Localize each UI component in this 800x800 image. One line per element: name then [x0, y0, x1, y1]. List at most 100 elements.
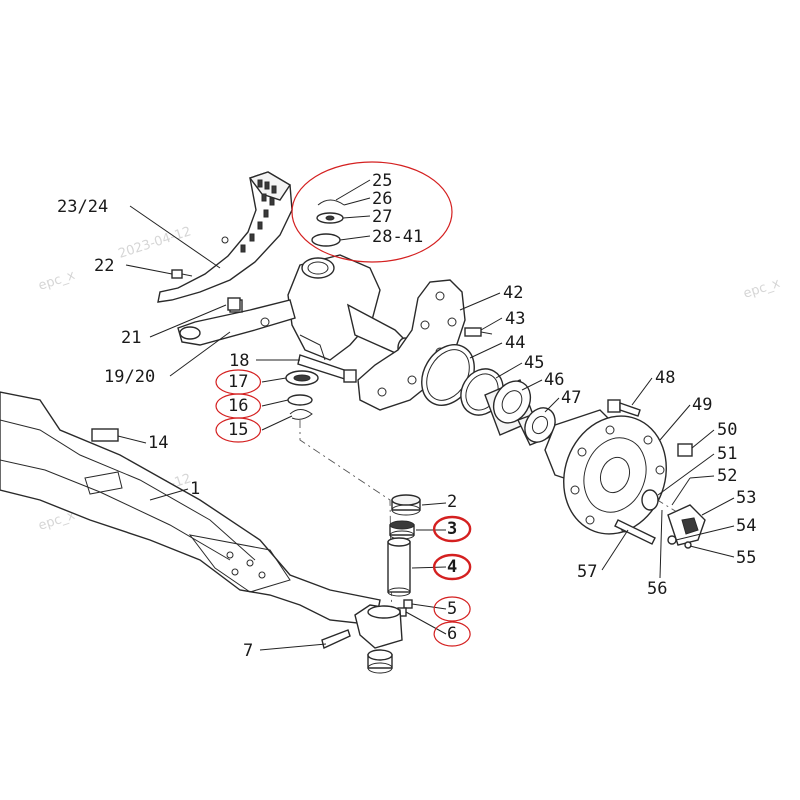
- callout-labels: 1 2 3 4 5 6 7 14 15 16 17 18 19/20 21 22…: [57, 171, 756, 661]
- watermark-text: epc_x: [742, 276, 783, 302]
- leader-c2: [421, 502, 447, 506]
- callout-14: 14: [148, 433, 168, 453]
- leader-c22: [125, 264, 173, 275]
- callout-3: 3: [447, 519, 457, 539]
- callout-6: 6: [447, 624, 457, 644]
- leader-c50: [691, 429, 715, 449]
- wheel-hub: [544, 409, 667, 535]
- highlight-ring-c6: [433, 621, 471, 647]
- part-47-bearing: [517, 407, 556, 446]
- highlight-ring-c4: [432, 553, 472, 581]
- part-2-bushing: [391, 494, 421, 516]
- callout-49: 49: [692, 395, 712, 415]
- callout-15: 15: [228, 420, 248, 440]
- parts-25-41-stack: [311, 199, 345, 247]
- fender-guard: [157, 171, 293, 303]
- part-43-bolt: [464, 327, 493, 337]
- callout-50: 50: [717, 420, 737, 440]
- leader-c5: [411, 603, 447, 610]
- callout-57: 57: [577, 562, 597, 582]
- part-17-seal: [285, 370, 319, 386]
- callout-23-24: 23/24: [57, 197, 108, 217]
- part-52-pin: [671, 477, 691, 506]
- leader-c4: [411, 566, 447, 569]
- leader-c6: [405, 611, 447, 635]
- part-50-nut: [677, 443, 693, 457]
- callout-2: 2: [447, 492, 457, 512]
- callout-54: 54: [736, 516, 756, 536]
- leader-c27: [342, 215, 371, 219]
- kingpin-boss: [354, 604, 403, 649]
- leader-c1920: [169, 331, 231, 377]
- part-51-washer: [641, 489, 659, 511]
- highlight-rings: [215, 369, 472, 647]
- callout-45: 45: [524, 353, 544, 373]
- callout-4: 4: [447, 557, 457, 577]
- highlight-ring-c17: [215, 369, 262, 395]
- callout-22: 22: [94, 256, 114, 276]
- watermark-date: 2023-04-12: [117, 224, 193, 262]
- callout-5: 5: [447, 599, 457, 619]
- callout-56: 56: [647, 579, 667, 599]
- callout-55: 55: [736, 548, 756, 568]
- leader-c26: [343, 197, 371, 206]
- part-3-bushing: [389, 520, 415, 540]
- callout-46: 46: [544, 370, 564, 390]
- highlight-ring-c3: [432, 515, 472, 543]
- leader-c46: [521, 379, 543, 391]
- callout-28-41: 28-41: [372, 227, 423, 247]
- highlight-group-ring: [291, 161, 453, 263]
- highlight-ring-c5: [433, 596, 471, 622]
- part-21-nut: [227, 297, 241, 311]
- part-22-bolt: [171, 269, 193, 279]
- part-57-stud: [614, 519, 656, 545]
- callout-48: 48: [655, 368, 675, 388]
- leader-lines: [117, 179, 735, 651]
- leader-c47: [544, 397, 560, 413]
- callout-43: 43: [505, 309, 525, 329]
- part-15-clip: [289, 409, 313, 420]
- leader-c2841: [339, 235, 371, 241]
- callout-44: 44: [505, 333, 525, 353]
- leader-c57: [601, 529, 629, 571]
- callout-25: 25: [372, 171, 392, 191]
- callout-53: 53: [736, 488, 756, 508]
- callout-52: 52: [717, 466, 737, 486]
- leader-c21: [149, 304, 227, 338]
- leader-c14: [117, 435, 147, 444]
- leader-c55: [689, 545, 735, 558]
- leader-c17: [261, 377, 287, 383]
- part-4-kingpin: [387, 537, 411, 597]
- callout-51: 51: [717, 444, 737, 464]
- leader-c16: [261, 399, 289, 407]
- callout-26: 26: [372, 189, 392, 209]
- leader-c7: [259, 643, 327, 651]
- lower-bushing: [367, 649, 393, 674]
- leader-c43: [480, 317, 503, 331]
- part-54-screw: [667, 535, 677, 545]
- steering-knuckle: [287, 254, 413, 361]
- leader-c1: [149, 488, 189, 501]
- leader-c15: [261, 415, 293, 431]
- leader-c49: [659, 404, 691, 441]
- callout-42: 42: [503, 283, 523, 303]
- part-7-pin: [321, 629, 351, 649]
- leader-c45: [495, 362, 523, 379]
- leader-c2324: [129, 205, 221, 269]
- callout-16: 16: [228, 396, 248, 416]
- part-14-tag: [91, 428, 119, 442]
- callout-47: 47: [561, 388, 581, 408]
- callout-19-20: 19/20: [104, 367, 155, 387]
- leader-c53: [701, 497, 735, 516]
- leader-c42: [459, 292, 501, 311]
- leader-c52: [689, 475, 715, 479]
- part-18-bolt: [297, 354, 357, 383]
- leader-c25: [335, 179, 371, 201]
- fender-slots: [240, 179, 277, 253]
- callout-17: 17: [228, 372, 248, 392]
- callout-7: 7: [243, 641, 253, 661]
- axle-beam: [0, 391, 381, 626]
- watermark-text: epc_x: [37, 268, 78, 294]
- callout-18: 18: [229, 351, 249, 371]
